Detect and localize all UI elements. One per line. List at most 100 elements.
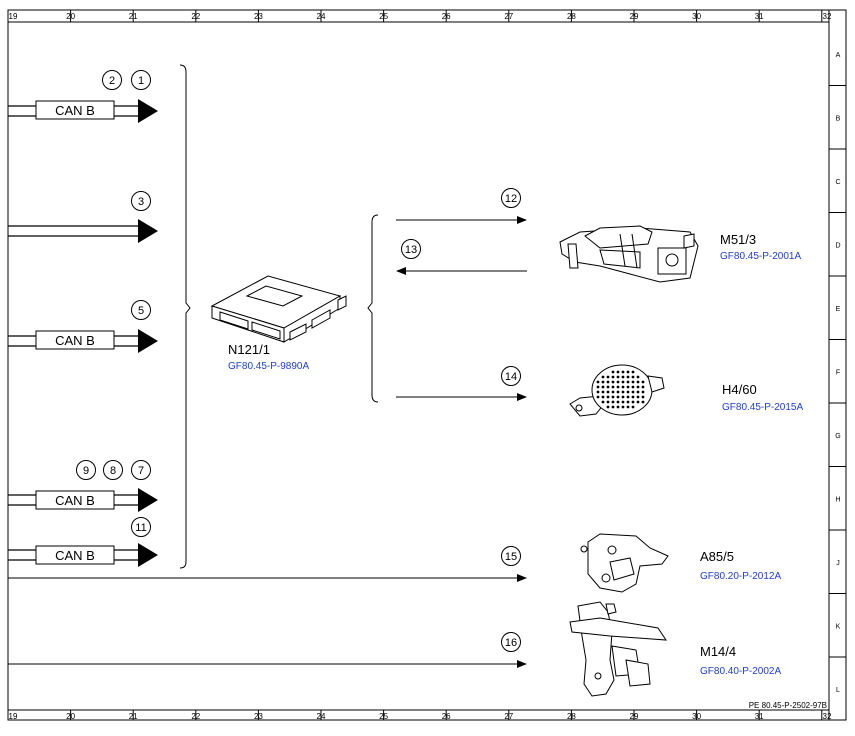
grille-hole — [606, 405, 610, 409]
grille-hole — [626, 370, 630, 374]
grille-hole — [616, 400, 620, 404]
callout-3: 3 — [131, 191, 151, 211]
grille-hole — [616, 390, 620, 394]
callout-13: 13 — [401, 239, 421, 259]
grille-hole — [611, 405, 615, 409]
grille-hole — [596, 380, 600, 384]
callout-14: 14 — [501, 366, 521, 386]
column-label-21: 21 — [129, 12, 138, 21]
grille-hole — [636, 390, 640, 394]
grille-hole — [621, 400, 625, 404]
column-label-22: 22 — [191, 12, 200, 21]
column-label-19: 19 — [9, 712, 18, 721]
svg-text:5: 5 — [138, 305, 144, 317]
can-bus-line: CAN B — [8, 543, 158, 567]
grille-hole — [636, 385, 640, 389]
can-b-label: CAN B — [55, 548, 95, 563]
h4-doc-ref[interactable]: GF80.45-P-2015A — [722, 402, 803, 413]
grille-hole — [626, 400, 630, 404]
grille-hole — [621, 395, 625, 399]
grille-hole — [606, 400, 610, 404]
column-label-32: 32 — [823, 12, 832, 21]
grille-hole — [631, 370, 635, 374]
grille-hole — [641, 385, 645, 389]
svg-text:16: 16 — [505, 637, 517, 649]
column-label-24: 24 — [317, 712, 326, 721]
m14-name: M14/4 — [700, 644, 736, 659]
grille-hole — [601, 390, 605, 394]
bus-line — [8, 219, 158, 243]
grille-hole — [631, 405, 635, 409]
grille-hole — [626, 375, 630, 379]
column-label-28: 28 — [567, 12, 576, 21]
svg-text:9: 9 — [83, 465, 89, 477]
grille-hole — [606, 375, 610, 379]
a85-doc-ref[interactable]: GF80.20-P-2012A — [700, 571, 781, 582]
svg-text:2: 2 — [109, 75, 115, 87]
drawing-frame — [7, 9, 847, 721]
callout-1: 1 — [131, 70, 151, 90]
row-label-D: D — [835, 242, 840, 249]
grille-hole — [621, 375, 625, 379]
row-label-K: K — [836, 623, 841, 630]
svg-text:7: 7 — [138, 465, 144, 477]
m14-doc-ref[interactable]: GF80.40-P-2002A — [700, 666, 781, 677]
row-label-B: B — [836, 115, 841, 122]
column-label-31: 31 — [755, 12, 764, 21]
column-label-31: 31 — [755, 712, 764, 721]
grille-hole — [621, 385, 625, 389]
column-label-23: 23 — [254, 12, 263, 21]
grille-hole — [606, 385, 610, 389]
grille-hole — [626, 390, 630, 394]
m51-doc-ref[interactable]: GF80.45-P-2001A — [720, 251, 801, 262]
a85-name: A85/5 — [700, 549, 734, 564]
grille-hole — [611, 385, 615, 389]
output-bracket — [367, 214, 379, 403]
callout-8: 8 — [103, 460, 123, 480]
grille-hole — [621, 380, 625, 384]
svg-text:8: 8 — [110, 465, 116, 477]
grille-hole — [611, 375, 615, 379]
grille-hole — [606, 395, 610, 399]
row-label-F: F — [836, 369, 840, 376]
grille-hole — [596, 390, 600, 394]
column-label-30: 30 — [692, 12, 701, 21]
svg-text:15: 15 — [505, 551, 517, 563]
callout-2: 2 — [102, 70, 122, 90]
grille-hole — [626, 405, 630, 409]
svg-text:14: 14 — [505, 371, 517, 383]
column-label-27: 27 — [504, 12, 513, 21]
column-label-26: 26 — [442, 712, 451, 721]
grille-hole — [616, 385, 620, 389]
can-b-label: CAN B — [55, 103, 95, 118]
grille-hole — [616, 405, 620, 409]
control-module-image — [210, 275, 347, 343]
grille-hole — [611, 380, 615, 384]
grille-hole — [636, 400, 640, 404]
column-label-22: 22 — [191, 712, 200, 721]
m51-name: M51/3 — [720, 232, 756, 247]
column-label-19: 19 — [9, 12, 18, 21]
callout-7: 7 — [131, 460, 151, 480]
grille-hole — [596, 385, 600, 389]
grille-hole — [611, 400, 615, 404]
can-bus-line: CAN B — [8, 329, 158, 353]
grille-hole — [641, 400, 645, 404]
row-label-C: C — [835, 179, 840, 186]
column-label-28: 28 — [567, 712, 576, 721]
svg-text:11: 11 — [135, 522, 146, 534]
grille-hole — [631, 390, 635, 394]
grille-hole — [611, 390, 615, 394]
grille-hole — [601, 400, 605, 404]
column-label-29: 29 — [630, 12, 639, 21]
can-bus-line: CAN B — [8, 488, 158, 512]
svg-text:12: 12 — [505, 193, 517, 205]
grille-hole — [636, 395, 640, 399]
column-label-25: 25 — [379, 712, 388, 721]
grille-hole — [606, 380, 610, 384]
n121-doc-ref[interactable]: GF80.45-P-9890A — [228, 361, 309, 372]
speaker-grille — [596, 370, 645, 409]
column-label-20: 20 — [66, 12, 75, 21]
grille-hole — [621, 370, 625, 374]
